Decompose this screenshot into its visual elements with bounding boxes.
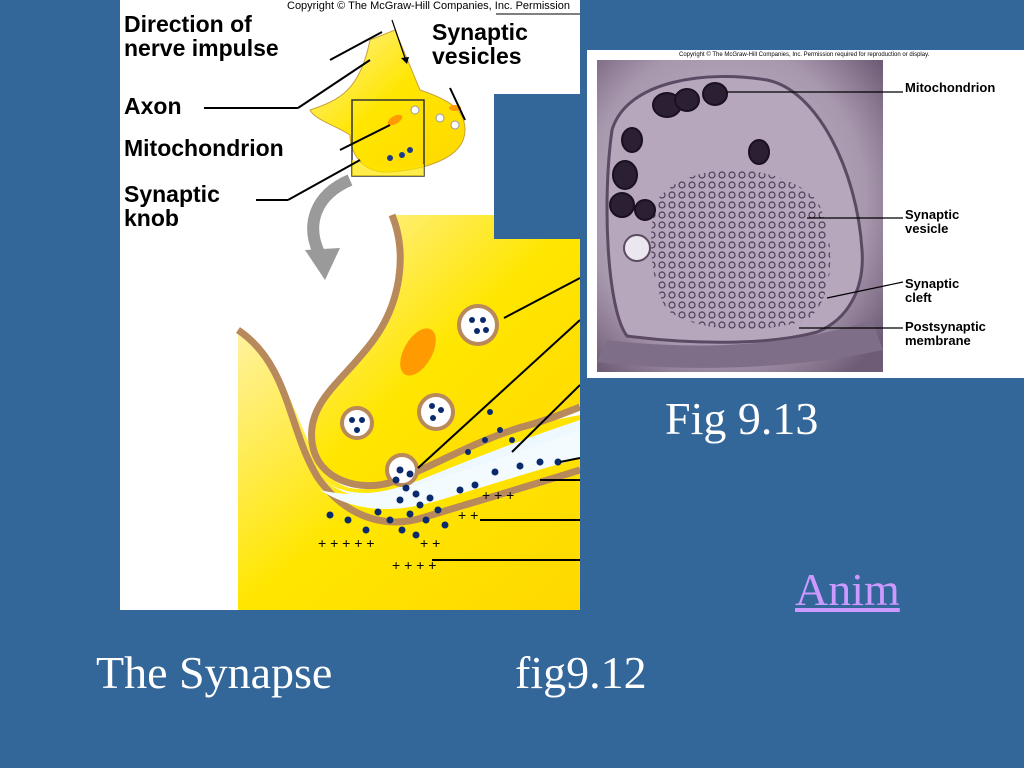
synapse-illustration: + + + + + + + + + + + + + + + + Copyrigh…: [120, 0, 580, 610]
label-synaptic-vesicle: Synaptic vesicle: [905, 207, 960, 236]
label-mitochondrion: Mitochondrion: [124, 135, 284, 161]
label-mitochondrion-right: Mitochondrion: [905, 80, 996, 95]
micrograph-figure: Copyright © The McGraw-Hill Companies, I…: [587, 50, 1024, 378]
label-postsynaptic-membrane: Postsynaptic membrane: [905, 319, 986, 348]
svg-text:+ +: + +: [458, 507, 478, 523]
background-cutout: [494, 94, 580, 239]
caption-fig-9-13: Fig 9.13: [665, 393, 819, 444]
micrograph-image: [597, 60, 904, 372]
svg-text:+ + + +: + + + +: [392, 557, 436, 573]
label-direction-of-nerve-impulse: Direction of nerve impulse: [124, 11, 279, 62]
label-synaptic-knob: Synaptic knob: [124, 181, 220, 232]
label-axon: Axon: [124, 93, 182, 119]
label-synaptic-vesicles: Synaptic vesicles: [432, 19, 528, 70]
caption-fig-9-12: fig9.12: [515, 647, 647, 698]
svg-text:+ + +: + + +: [482, 487, 514, 503]
copyright-left: Copyright © The McGraw-Hill Companies, I…: [285, 0, 572, 12]
svg-text:+ + + + +: + + + + +: [318, 535, 374, 551]
caption-the-synapse: The Synapse: [96, 647, 333, 698]
vesicle-group: [340, 304, 499, 440]
copyright-right: Copyright © The McGraw-Hill Companies, I…: [679, 52, 930, 58]
svg-text:+ +: + +: [420, 535, 440, 551]
label-synaptic-cleft: Synaptic cleft: [905, 276, 960, 305]
anim-link[interactable]: Anim: [795, 564, 900, 615]
synapse-drawing: + + + + + + + + + + + + + + + +: [204, 13, 580, 610]
